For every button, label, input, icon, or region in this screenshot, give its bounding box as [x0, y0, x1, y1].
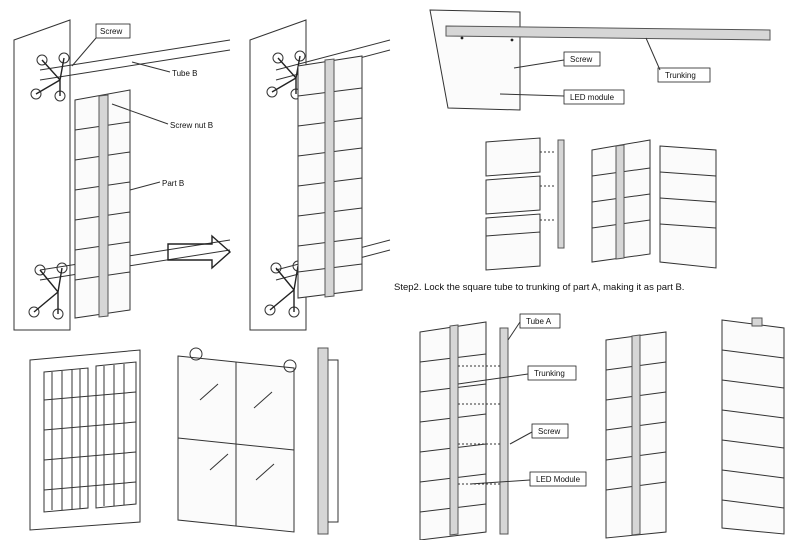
label-tube-b: Tube B	[172, 69, 198, 78]
wall-bracket-icon	[28, 262, 68, 320]
label-trunking: Trunking	[665, 71, 696, 80]
label-led-module: LED Module	[536, 475, 581, 484]
label-box	[527, 365, 577, 381]
right-arrow-icon	[167, 234, 232, 270]
label-box	[531, 423, 569, 439]
label-screw: Screw	[570, 55, 592, 64]
label-box	[95, 23, 131, 39]
glass-wall-structure	[177, 347, 297, 533]
label-box	[657, 67, 711, 83]
label-led-module: LED module	[570, 93, 615, 102]
trunking-led-module-detail: Screw Trunking LED module	[429, 9, 771, 111]
led-modules-exploded	[485, 137, 717, 271]
label-part-b: Part B	[162, 179, 184, 188]
steel-frame-structure	[29, 349, 141, 531]
label-box	[519, 313, 561, 329]
label-screw: Screw	[538, 427, 560, 436]
label-screw-nut-b: Screw nut B	[170, 121, 213, 130]
assembly-part-a-exploded: Tube A Trunking Screw LED Module	[419, 313, 785, 540]
label-tube-a: Tube A	[526, 317, 552, 326]
step2-caption: Step2. Lock the square tube to trunking …	[394, 282, 684, 293]
assembly-part-b-left: Screw Tube B Screw nut B Part B	[13, 19, 231, 331]
label-box	[529, 471, 587, 487]
label-screw: Screw	[100, 27, 122, 36]
label-box	[563, 51, 601, 67]
wall-bracket-icon	[30, 52, 70, 102]
label-trunking: Trunking	[534, 369, 565, 378]
assembly-part-b-installed	[249, 19, 391, 331]
label-box	[563, 89, 625, 105]
side-profile-tube	[317, 347, 339, 535]
wall-bracket-icon	[264, 260, 304, 318]
